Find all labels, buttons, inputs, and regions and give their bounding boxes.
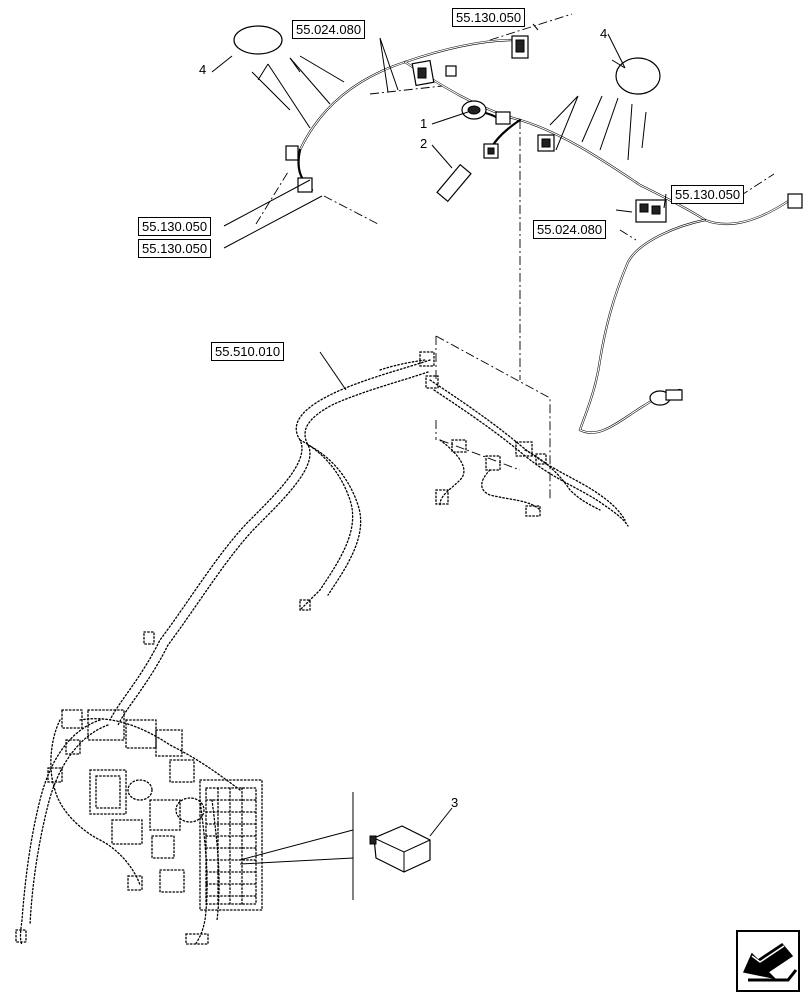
arrow-glyph-icon bbox=[742, 943, 798, 982]
callout-number: 1 bbox=[420, 116, 428, 131]
reference-box[interactable]: 55.510.010 bbox=[211, 342, 285, 361]
reference-box[interactable]: 55.130.050 bbox=[138, 217, 212, 236]
lower-connectors bbox=[15, 351, 547, 945]
callout-number: 2 bbox=[420, 136, 428, 151]
upper-connectors bbox=[285, 35, 803, 406]
reference-box[interactable]: 55.130.050 bbox=[671, 185, 745, 204]
page-arrow-icon[interactable] bbox=[736, 930, 800, 992]
callout-number: 4 bbox=[199, 62, 207, 77]
reference-box[interactable]: 55.130.050 bbox=[452, 8, 526, 27]
callout-number: 3 bbox=[451, 795, 459, 810]
reference-box[interactable]: 55.024.080 bbox=[533, 220, 607, 239]
relay-part bbox=[239, 792, 431, 900]
callout-number: 4 bbox=[600, 26, 608, 41]
reference-box[interactable]: 55.024.080 bbox=[292, 20, 366, 39]
lower-harness bbox=[19, 359, 629, 946]
fuse-box-cluster bbox=[47, 709, 263, 911]
dash-dot-lines bbox=[255, 13, 775, 500]
light-cones bbox=[233, 25, 661, 161]
reference-box[interactable]: 55.130.050 bbox=[138, 239, 212, 258]
reference-leaders bbox=[211, 23, 667, 837]
